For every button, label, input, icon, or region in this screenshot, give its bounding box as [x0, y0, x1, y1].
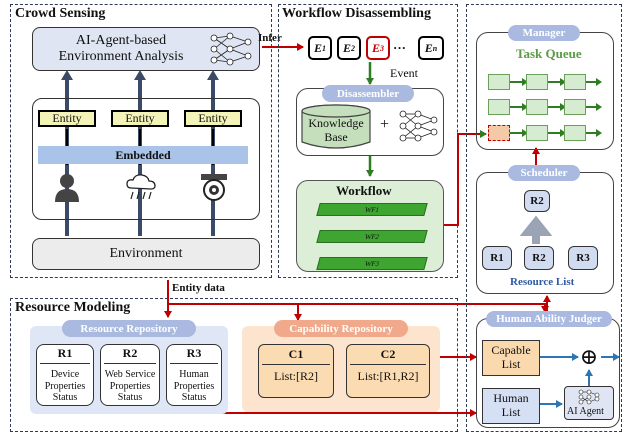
resource-list-r1: R1	[482, 246, 512, 270]
workflow-disassembling-title: Workflow Disassembling	[282, 6, 431, 21]
workflow-label: Workflow	[336, 183, 392, 198]
resource-list-r3: R3	[568, 246, 598, 270]
workflow-wf2: WF2	[316, 230, 428, 243]
resource-r3-card: R3 Human Properties Status	[166, 344, 222, 406]
event-label: Event	[390, 66, 418, 80]
queue-cell	[488, 99, 510, 115]
event-ellipsis: ···	[393, 40, 407, 55]
capability-c1-card: C1 List:[R2]	[258, 344, 334, 398]
resource-list-label: Resource List	[510, 276, 575, 288]
environment-box: Environment	[32, 238, 260, 270]
resource-r3-desc: Human Properties Status	[173, 369, 215, 403]
event-e2-sub: 2	[351, 43, 355, 53]
resource-r2-id: R2	[122, 346, 138, 360]
knowledge-base-label: Knowledge Base	[308, 116, 364, 144]
resource-r2-card: R2 Web Service Properties Status	[100, 344, 160, 406]
disassembler-label: Disassembler	[322, 85, 414, 102]
workflow-disassembling-section	[278, 4, 458, 278]
workflow-to-queue-arrow	[444, 130, 487, 226]
queue-arrows	[510, 81, 596, 134]
event-en-letter: E	[424, 40, 433, 55]
event-e1-sub: 1	[322, 43, 326, 53]
queue-cell	[526, 125, 548, 141]
infer-label: Infer	[258, 32, 282, 44]
sensing-panel	[32, 98, 260, 220]
queue-cell	[564, 74, 586, 90]
capable-list-box: Capable List	[482, 340, 540, 376]
event-e3-letter: E	[371, 40, 380, 55]
camera-icon	[201, 174, 227, 201]
queue-cell	[488, 74, 510, 90]
entity-box-1: Entity	[38, 110, 96, 127]
resource-r1-desc: Device Properties Status	[44, 369, 86, 403]
human-list-box: Human List	[482, 388, 540, 424]
plus-sign: +	[380, 116, 390, 133]
resource-r1-card: R1 Device Properties Status	[36, 344, 94, 406]
env-up-arrowheads	[61, 70, 219, 80]
workflow-box	[296, 180, 444, 272]
neural-network-icon	[210, 32, 252, 66]
divider	[350, 364, 426, 365]
divider	[170, 363, 218, 365]
scheduler-label: Scheduler	[508, 165, 580, 181]
event-en-sub: n	[432, 43, 438, 53]
event-e1-letter: E	[313, 40, 322, 55]
resource-repository-label: Resource Repository	[62, 320, 196, 337]
resource-up-arrow	[519, 215, 553, 244]
weather-cloud-icon	[126, 174, 156, 200]
manager-section	[466, 4, 622, 432]
queue-cell	[526, 74, 548, 90]
environment-analysis-box: AI-Agent-based Environment Analysis	[32, 27, 260, 71]
entity-data-label: Entity data	[172, 282, 225, 294]
capability-c1-list: List:[R2]	[274, 369, 318, 383]
resource-r2-desc: Web Service Properties Status	[104, 369, 156, 403]
person-icon	[55, 174, 79, 202]
divider	[262, 364, 330, 365]
knowledge-base-cylinder	[301, 104, 371, 149]
resource-modeling-title: Resource Modeling	[15, 300, 131, 315]
workflow-wf1: WF1	[316, 203, 428, 216]
queue-cell-new	[488, 125, 510, 141]
embedded-bar: Embedded	[38, 146, 248, 164]
human-ability-judger-label: Human Ability Judger	[486, 311, 612, 327]
task-queue-label: Task Queue	[516, 46, 582, 61]
ai-agent-label: AI Agent	[567, 406, 604, 417]
crowd-sensing-title: Crowd Sensing	[15, 6, 106, 21]
workflow-wf3: WF3	[316, 257, 428, 270]
event-e3-sub: 3	[380, 43, 384, 53]
capability-c2-card: C2 List:[R1,R2]	[346, 344, 430, 398]
neural-network-icon	[578, 389, 600, 405]
queue-cell	[564, 125, 586, 141]
crowd-sensing-section	[10, 4, 272, 278]
queue-cell	[564, 99, 586, 115]
scheduled-resource-r2: R2	[524, 190, 550, 212]
sum-icon: ⊕	[579, 344, 599, 369]
manager-label: Manager	[508, 25, 580, 41]
divider	[40, 363, 90, 365]
capability-c1-id: C1	[288, 347, 304, 361]
environment-analysis-label: AI-Agent-based Environment Analysis	[58, 32, 184, 64]
entity-box-3: Entity	[184, 110, 242, 127]
entity-box-2: Entity	[111, 110, 169, 127]
capability-repository-label: Capability Repository	[274, 320, 408, 337]
capability-to-judger	[298, 303, 549, 313]
queue-cell	[526, 99, 548, 115]
neural-network-icon	[399, 110, 438, 142]
capability-c2-list: List:[R1,R2]	[357, 369, 419, 383]
capability-c2-id: C2	[380, 347, 396, 361]
divider	[104, 363, 156, 365]
resource-r1-id: R1	[57, 346, 73, 360]
event-e2-letter: E	[342, 40, 351, 55]
resource-r3-id: R3	[186, 346, 202, 360]
resource-list-r2: R2	[524, 246, 554, 270]
resource-modeling-section	[10, 298, 458, 432]
